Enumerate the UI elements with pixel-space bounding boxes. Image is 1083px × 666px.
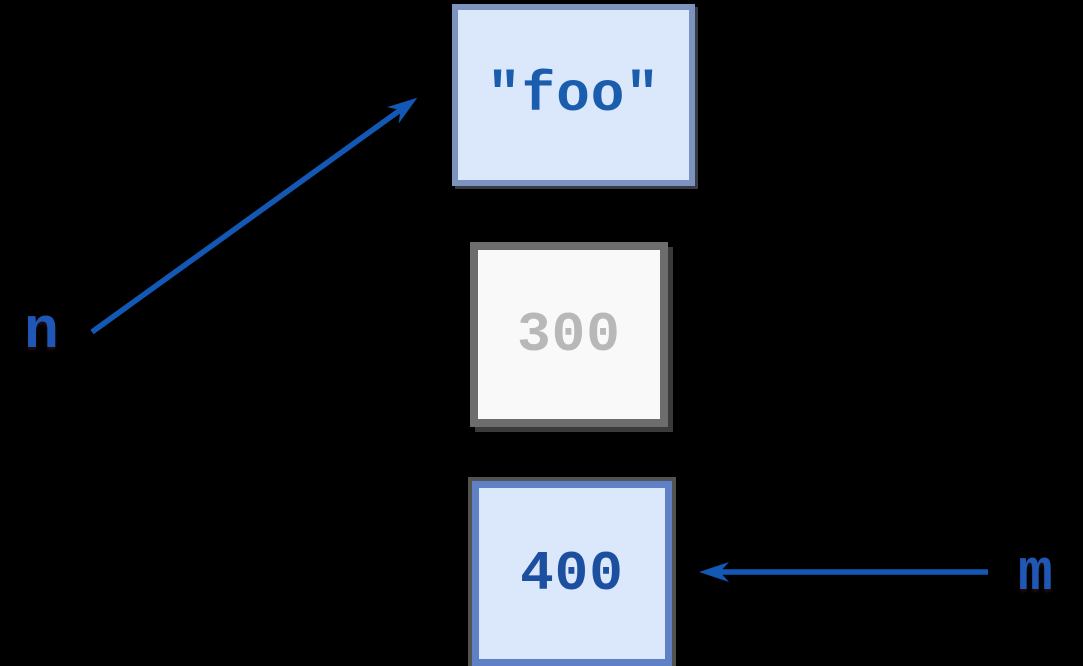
object-value-foo: "foo"	[486, 63, 661, 127]
object-box-300: 300	[470, 242, 668, 427]
object-box-foo: "foo"	[452, 4, 695, 186]
object-value-400: 400	[520, 541, 624, 606]
object-box-400: 400	[472, 481, 672, 666]
variable-label-m: m	[1018, 542, 1053, 607]
object-value-300: 300	[517, 302, 621, 367]
arrow-n-to-foo	[90, 97, 418, 335]
variable-label-n: n	[24, 300, 59, 365]
